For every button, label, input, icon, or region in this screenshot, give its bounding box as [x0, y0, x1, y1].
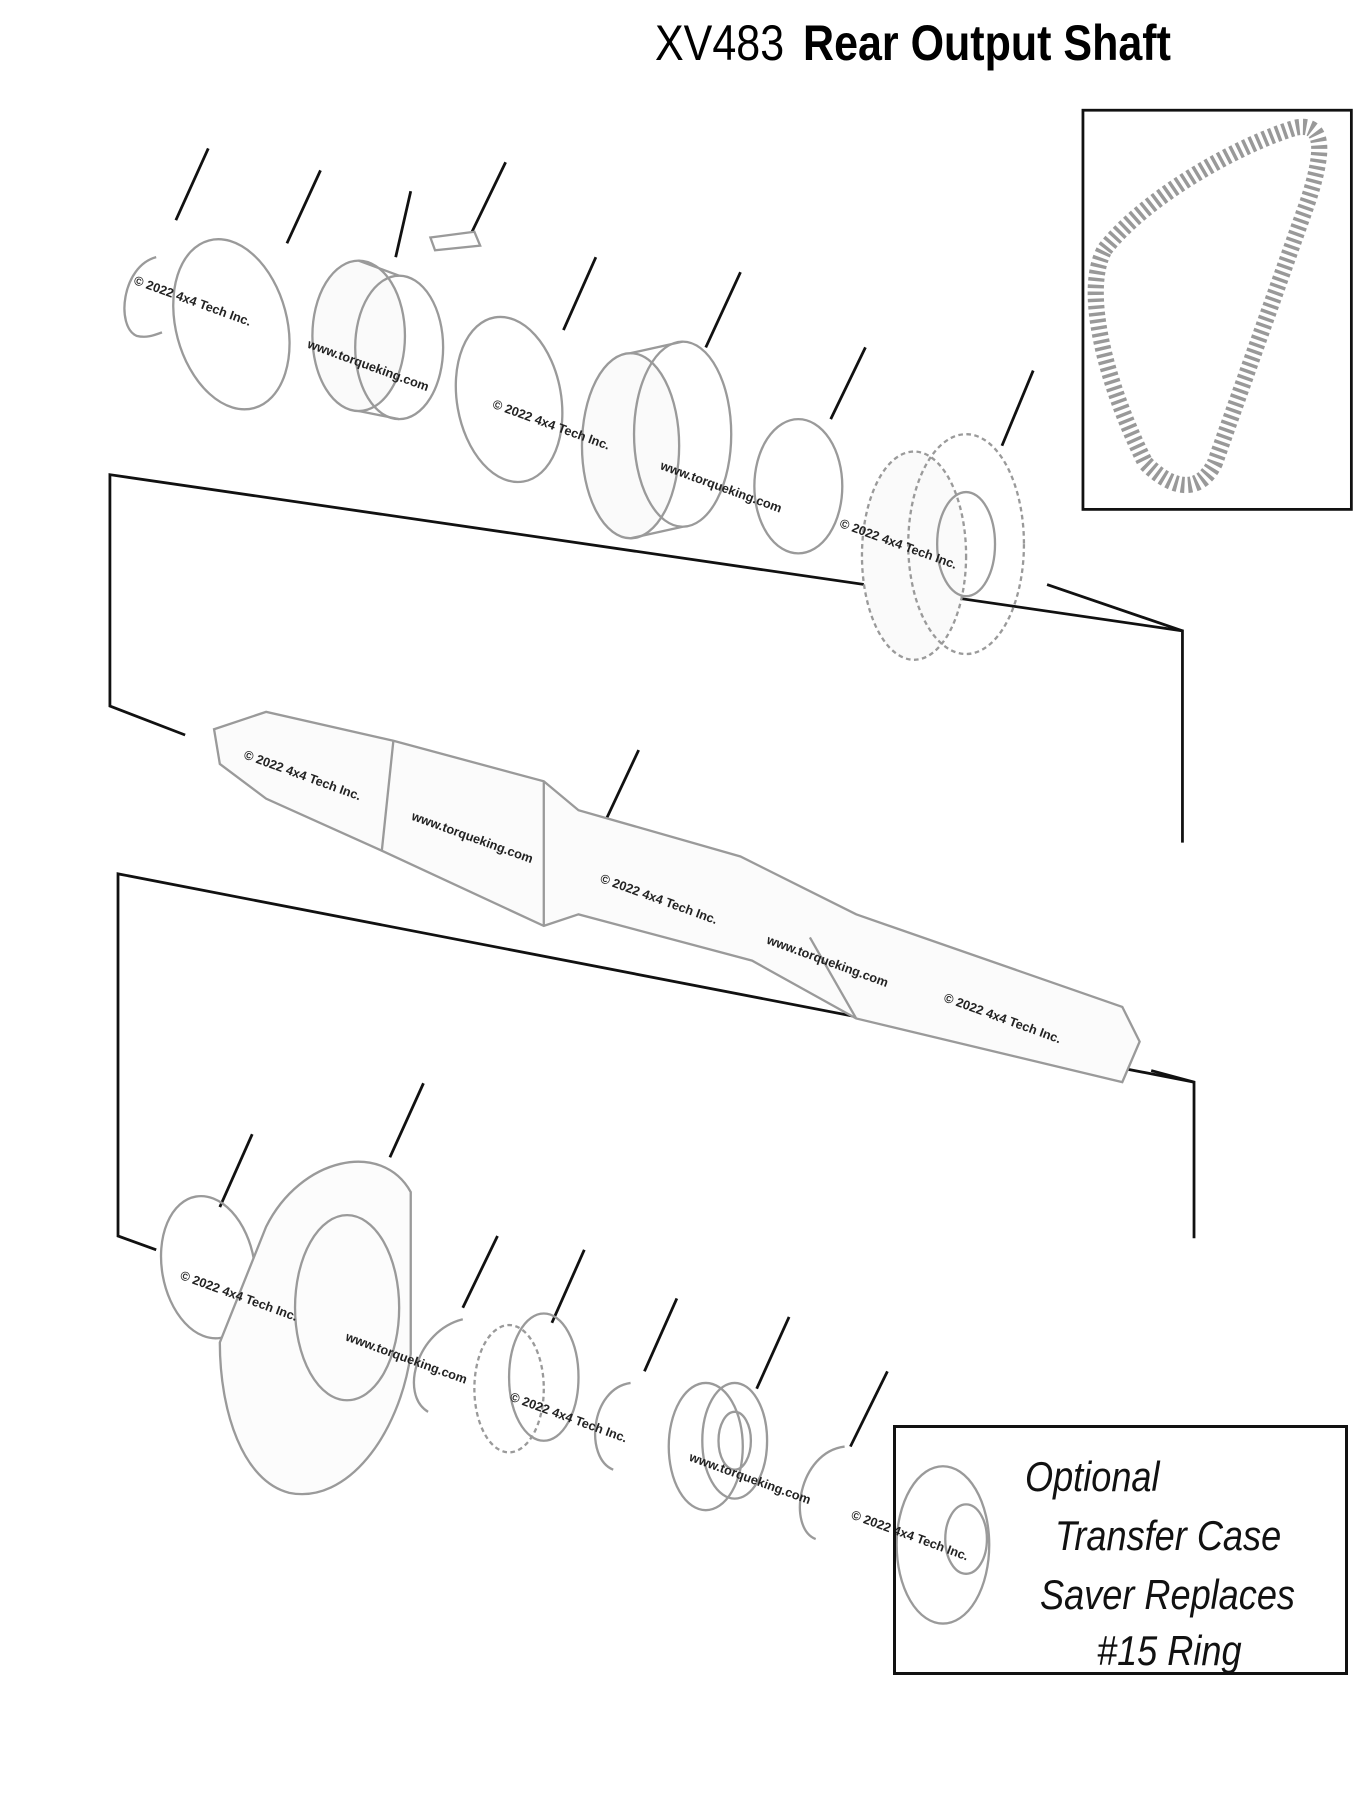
leader-line: [704, 271, 742, 348]
leader-line: [470, 161, 507, 233]
leader-line: [550, 1249, 586, 1324]
watermark-copyright: © 2022 4x4 Tech Inc.: [508, 1389, 629, 1445]
leader-line: [1000, 370, 1035, 447]
spur-gear-part: [473, 1312, 580, 1454]
snap-ring-part: [593, 1381, 631, 1471]
leader-line: [461, 1235, 499, 1309]
leader-line: [285, 169, 322, 244]
watermark-copyright: © 2022 4x4 Tech Inc.: [132, 272, 253, 328]
front-case-part: [218, 1160, 412, 1496]
rear-output-shaft-part: [212, 710, 1141, 1084]
key-part: [428, 230, 482, 252]
leader-line: [755, 1316, 791, 1390]
drive-sprocket-part: [860, 433, 1026, 661]
leader-lines: [174, 147, 1035, 1448]
leader-line: [602, 749, 640, 825]
leader-line: [849, 1370, 889, 1448]
bearing-part: [667, 1381, 769, 1512]
leader-line: [562, 256, 598, 331]
part-code: XV483: [655, 15, 785, 71]
diagram-title: XV483 Rear Output Shaft: [655, 14, 1171, 72]
synchro-ring-part: [753, 417, 844, 555]
transfer-case-saver-note: [893, 1425, 1348, 1675]
bracket-segment: [1150, 1069, 1195, 1084]
leader-line: [174, 147, 210, 221]
wire-ring-part: [172, 238, 291, 411]
leader-line: [218, 1133, 254, 1208]
upper-bracket: [108, 473, 1184, 843]
title-text: Rear Output Shaft: [803, 15, 1171, 71]
shift-collar-part: [580, 340, 733, 540]
note-line-4: #15 Ring: [1097, 1627, 1242, 1674]
bracket-segment: [1046, 583, 1183, 633]
watermark-website: www.torqueking.com: [658, 457, 784, 515]
note-line-3: Saver Replaces: [1040, 1571, 1295, 1618]
leader-line: [829, 346, 867, 420]
leader-line: [643, 1297, 679, 1372]
note-line-2: Transfer Case: [1055, 1512, 1282, 1559]
clutch-hub-part: [311, 259, 445, 421]
snap-ring-part: [123, 256, 163, 338]
note-line-1: Optional: [1025, 1453, 1160, 1500]
watermark-website: www.torqueking.com: [686, 1449, 812, 1507]
snap-ring-part: [412, 1318, 464, 1413]
transfer-case-saver-part: [895, 1465, 991, 1625]
leader-line: [394, 190, 413, 258]
drive-chain-inset: [1081, 108, 1353, 511]
drive-chain-icon: [1087, 118, 1328, 494]
snap-ring-part: [798, 1445, 845, 1541]
wire-ring-part: [454, 315, 564, 484]
lower-bracket: [116, 872, 1196, 1252]
assembly-brackets: [108, 473, 1196, 1252]
leader-line: [388, 1082, 425, 1158]
